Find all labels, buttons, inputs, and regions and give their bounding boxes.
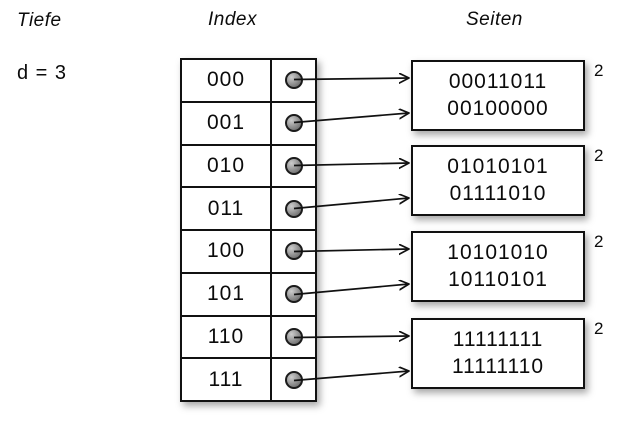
- pointer-cell: [272, 231, 315, 272]
- pointer-cell: [272, 103, 315, 144]
- pointer-dot-icon: [284, 199, 303, 218]
- index-row: 111: [182, 359, 315, 400]
- index-bits: 001: [182, 102, 272, 144]
- local-depth-label: 2: [594, 146, 604, 165]
- index-row: 010: [182, 145, 315, 189]
- index-bits: 100: [182, 231, 272, 272]
- page-box: 00011011 00100000: [411, 60, 585, 131]
- index-table: 000 001 010 011 100 101 110 111: [180, 58, 317, 402]
- pointer-cell: [272, 60, 315, 101]
- local-depth-label: 2: [594, 232, 604, 251]
- index-column-heading: Index: [208, 9, 257, 30]
- index-bits: 000: [182, 60, 272, 101]
- pointer-dot-icon: [284, 71, 303, 90]
- index-row: 100: [182, 231, 315, 274]
- global-depth-value: d = 3: [17, 62, 68, 84]
- page-entry: 10101010: [447, 241, 549, 264]
- pointer-cell: [272, 274, 315, 315]
- index-row: 001: [182, 102, 315, 146]
- page-box: 10101010 10110101: [411, 231, 585, 302]
- index-bits: 010: [182, 145, 272, 187]
- page-entry: 10110101: [448, 268, 548, 291]
- pointer-dot-icon: [284, 114, 303, 133]
- index-row: 011: [182, 188, 315, 231]
- page-entry: 01010101: [447, 155, 549, 178]
- pointer-dot-icon: [284, 242, 303, 261]
- index-bits: 110: [182, 316, 272, 358]
- index-bits: 111: [182, 359, 272, 400]
- pages-column-heading: Seiten: [466, 9, 523, 30]
- pointer-cell: [272, 188, 315, 229]
- index-bits: 101: [182, 273, 272, 315]
- page-entry: 00011011: [448, 70, 548, 93]
- page-entry: 11111111: [452, 328, 544, 351]
- local-depth-label: 2: [594, 319, 604, 338]
- page-box: 11111111 11111110: [411, 318, 585, 389]
- pointer-dot-icon: [284, 327, 303, 346]
- pointer-cell: [272, 317, 315, 358]
- page-entry: 11111110: [451, 355, 545, 378]
- pointer-dot-icon: [284, 156, 303, 175]
- page-entry: 00100000: [447, 97, 549, 120]
- index-row: 000: [182, 60, 315, 103]
- pointer-dot-icon: [284, 370, 303, 389]
- index-bits: 011: [182, 188, 272, 229]
- index-row: 110: [182, 316, 315, 360]
- local-depth-label: 2: [594, 61, 604, 80]
- page-entry: 01111010: [449, 182, 547, 205]
- depth-column-heading: Tiefe: [17, 10, 62, 31]
- page-box: 01010101 01111010: [411, 145, 585, 216]
- index-row: 101: [182, 273, 315, 317]
- pointer-cell: [272, 359, 315, 400]
- pointer-dot-icon: [284, 285, 303, 304]
- pointer-cell: [272, 146, 315, 187]
